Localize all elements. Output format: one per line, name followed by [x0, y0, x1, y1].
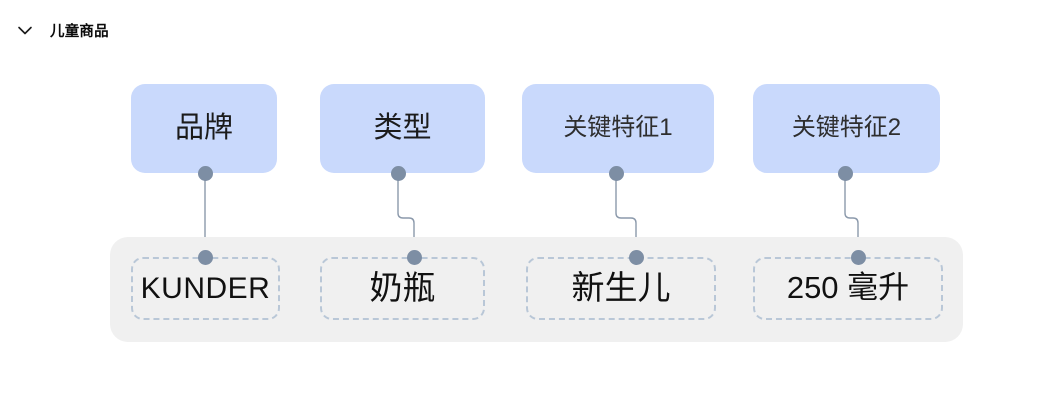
attribute-connector-dot[interactable]: [197, 165, 213, 181]
value-node[interactable]: 奶瓶: [320, 257, 485, 320]
attribute-label: 品牌: [174, 111, 233, 144]
chevron-down-icon[interactable]: [14, 19, 36, 41]
value-node[interactable]: 250 毫升: [753, 257, 943, 320]
value-label: 250 毫升: [786, 270, 910, 306]
value-label: 奶瓶: [369, 269, 436, 307]
attribute-node[interactable]: 关键特征2: [753, 84, 940, 173]
section-header[interactable]: 儿童商品: [14, 18, 109, 42]
attribute-label: 类型: [373, 111, 432, 144]
value-connector-dot[interactable]: [850, 249, 866, 265]
value-node[interactable]: KUNDER: [131, 257, 280, 320]
value-connector-dot[interactable]: [628, 249, 644, 265]
page-title: 儿童商品: [50, 23, 109, 40]
attribute-node[interactable]: 关键特征1: [522, 84, 714, 173]
attribute-connector-dot[interactable]: [608, 165, 624, 181]
value-connector-dot[interactable]: [406, 249, 422, 265]
attribute-label: 关键特征1: [563, 114, 673, 142]
attribute-label: 关键特征2: [791, 114, 902, 142]
value-node[interactable]: 新生儿: [526, 257, 716, 320]
value-label: 新生儿: [571, 269, 671, 307]
value-connector-dot[interactable]: [197, 249, 213, 265]
value-label: KUNDER: [140, 272, 271, 305]
value-group-container: [110, 237, 963, 342]
attribute-node[interactable]: 品牌: [131, 84, 277, 173]
attribute-node[interactable]: 类型: [320, 84, 485, 173]
attribute-connector-dot[interactable]: [390, 165, 406, 181]
attribute-connector-dot[interactable]: [837, 165, 853, 181]
